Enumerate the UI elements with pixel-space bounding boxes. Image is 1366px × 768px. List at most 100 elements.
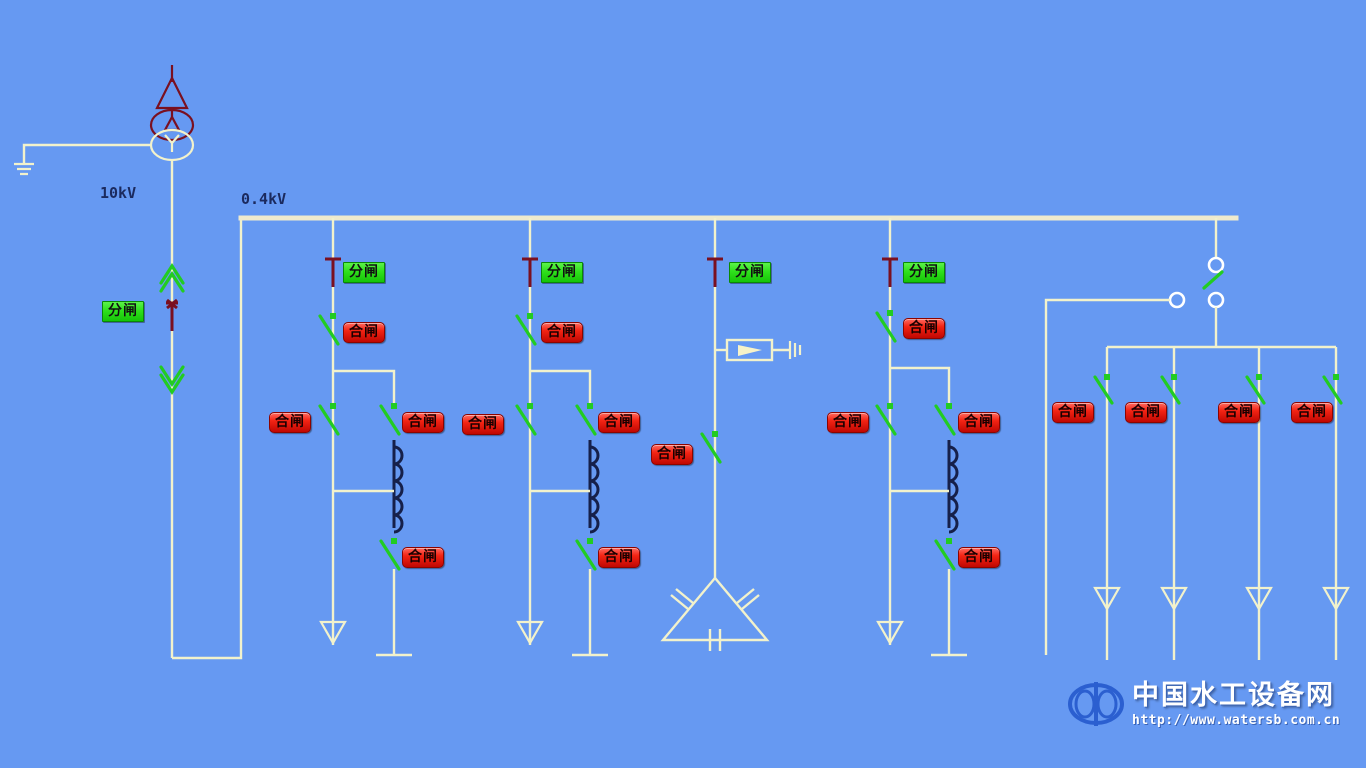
button-label: 合闸 [1131,404,1161,420]
breaker-button-b16[interactable]: 合闸 [827,412,869,433]
arrester-ground-icon [788,341,802,359]
button-label: 合闸 [468,416,498,432]
button-label: 分闸 [108,303,138,319]
hv-return-conductor [172,220,243,660]
feeder-2-switch-2-blade[interactable] [515,404,537,436]
feeder-2-switch-3-blade[interactable] [575,404,597,436]
breaker-button-b04[interactable]: 合闸 [269,412,311,433]
feeder-1-switch-4-blade[interactable] [379,539,401,571]
button-label: 合闸 [1224,404,1254,420]
button-label: 合闸 [909,320,939,336]
feeder-4-ground-triangle-icon [876,620,904,646]
tie-branch-1-ground-icon [1093,586,1121,612]
feeder-1-ground-triangle-icon [319,620,347,646]
breaker-button-b18[interactable]: 合闸 [958,547,1000,568]
transfer-switch-terminal-left[interactable] [1168,291,1186,309]
breaker-button-b11[interactable]: 合闸 [598,547,640,568]
breaker-button-b08[interactable]: 合闸 [541,322,583,343]
tie-branch-3-switch-blade[interactable] [1245,375,1266,405]
breaker-button-b21[interactable]: 合闸 [1218,402,1260,423]
button-label: 分闸 [349,264,379,280]
breaker-button-b07[interactable]: 分闸 [541,262,583,283]
breaker-button-b20[interactable]: 合闸 [1125,402,1167,423]
feeder-1-switch-3-node [391,403,397,409]
direction-chevron-up [159,263,185,285]
button-label: 合闸 [1297,404,1327,420]
button-label: 分闸 [547,264,577,280]
direction-chevron-up-2 [159,271,185,293]
feeder-2-group [515,218,608,657]
feeder-1-switch-3-blade[interactable] [379,404,401,436]
feeder-1-switch-2-node [330,403,336,409]
capacitor-bank-group [660,218,802,651]
feeder-4-switch-1-node [887,310,893,316]
transfer-switch-terminal-lower[interactable] [1207,291,1225,309]
tie-branch-4-ground-icon [1322,586,1350,612]
tie-section-group [1044,218,1350,660]
breaker-button-b13[interactable]: 合闸 [651,444,693,465]
breaker-button-b03[interactable]: 合闸 [343,322,385,343]
breaker-button-b14[interactable]: 分闸 [903,262,945,283]
capbank-switch-blade[interactable] [700,432,722,464]
hv-voltage-label: 10kV [100,184,137,202]
capacitor-plate-left-a [675,588,694,604]
feeder-2-switch-2-node [527,403,533,409]
feeder-4-switch-3-node [946,403,952,409]
lightning-arrester-icon [155,75,189,110]
feeder-4-switch-3-blade[interactable] [934,404,956,436]
tie-branch-1-switch-node [1104,374,1110,380]
feeder-2-switch-4-blade[interactable] [575,539,597,571]
feeder-1-switch-2-blade[interactable] [318,404,340,436]
tie-branch-4-switch-node [1333,374,1339,380]
feeder-4-branch-conductor [890,366,951,405]
neutral-earth-conductor [22,143,151,164]
button-label: 合闸 [604,414,634,430]
button-label: 合闸 [964,549,994,565]
feeder-4-switch-4-blade[interactable] [934,539,956,571]
breaker-button-b02[interactable]: 分闸 [343,262,385,283]
transfer-switch-blade[interactable] [1202,270,1224,290]
breaker-button-b15[interactable]: 合闸 [903,318,945,339]
breaker-button-b22[interactable]: 合闸 [1291,402,1333,423]
feeder-1-switch-1-blade[interactable] [318,314,340,346]
lv-voltage-label: 0.4kV [241,190,287,208]
wye-symbol-icon [164,134,180,152]
capacitor-plate-right-a [736,588,755,604]
feeder-2-switch-3-node [587,403,593,409]
feeder-1-reactor-icon [393,445,404,534]
button-label: 合闸 [1058,404,1088,420]
breaker-button-b10[interactable]: 合闸 [598,412,640,433]
feeder-4-switch-4-node [946,538,952,544]
breaker-button-b12[interactable]: 分闸 [729,262,771,283]
feeder-1-branch-conductor [333,369,396,405]
watersb-logo-icon [1068,682,1124,726]
breaker-button-b05[interactable]: 合闸 [402,412,444,433]
feeder-2-switch-1-blade[interactable] [515,314,537,346]
capacitor-plate-right-b [741,594,760,610]
breaker-button-b01[interactable]: 分闸 [102,301,144,322]
breaker-button-b17[interactable]: 合闸 [958,412,1000,433]
breaker-button-b09[interactable]: 合闸 [462,414,504,435]
transfer-switch-terminal-top[interactable] [1207,256,1225,274]
feeder-2-branch-conductor [530,369,592,405]
tie-branch-4-switch-blade[interactable] [1322,375,1343,405]
tie-branch-1-switch-blade[interactable] [1093,375,1114,405]
button-label: 合闸 [833,414,863,430]
standby-supply-conductor [1044,298,1170,655]
breaker-button-b19[interactable]: 合闸 [1052,402,1094,423]
tie-branch-2-switch-blade[interactable] [1160,375,1181,405]
feeder-2-ground-triangle-icon [516,620,544,646]
breaker-button-b06[interactable]: 合闸 [402,547,444,568]
watermark-url: http://www.watersb.com.cn [1132,712,1341,728]
capacitor-plate-left-b [670,594,689,610]
feeder-1-switch-1-node [330,313,336,319]
tie-branch-2-ground-icon [1160,586,1188,612]
watermark-text: 中国水工设备网 http://www.watersb.com.cn [1132,682,1340,727]
button-label: 合闸 [547,324,577,340]
button-label: 合闸 [657,446,687,462]
feeder-4-switch-2-blade[interactable] [875,404,897,436]
feeder-4-switch-1-blade[interactable] [875,311,897,343]
tie-branch-2-switch-node [1171,374,1177,380]
feeder-1-group [318,218,412,657]
feeder-1-switch-4-node [391,538,397,544]
